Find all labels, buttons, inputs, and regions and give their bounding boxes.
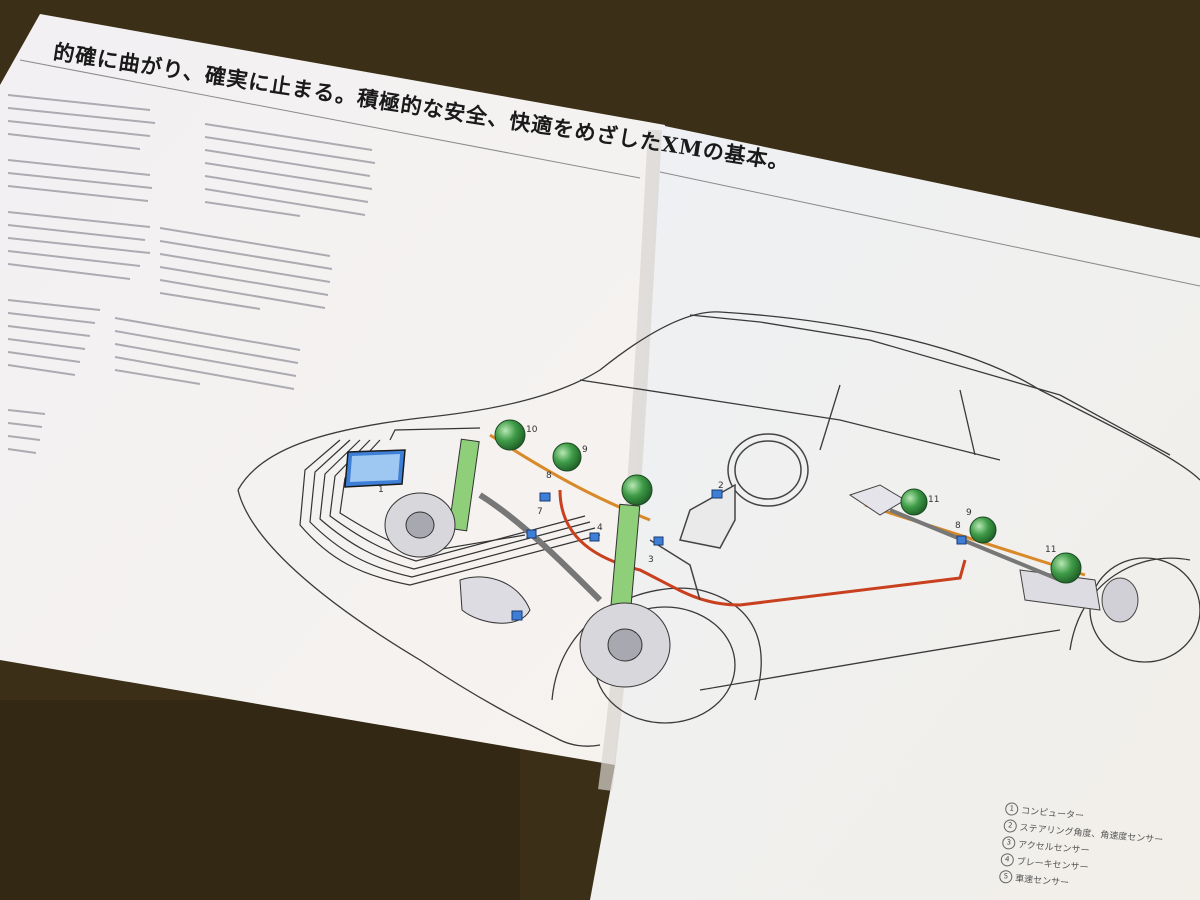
callout-8-rear: 8 xyxy=(955,521,961,531)
callout-4: 4 xyxy=(597,523,603,533)
computer-unit xyxy=(344,449,406,488)
callout-11-a: 11 xyxy=(928,495,939,505)
legend-number: 3 xyxy=(1001,835,1016,850)
callout-3: 3 xyxy=(648,555,654,565)
callout-9: 9 xyxy=(582,445,588,455)
header-rule xyxy=(19,59,641,179)
rear-suspension xyxy=(848,484,1139,623)
body-text-columns xyxy=(7,94,376,454)
legend-number: 4 xyxy=(1000,852,1015,867)
callout-11-b: 11 xyxy=(1045,545,1056,555)
legend-label: 車速センサー xyxy=(1014,874,1070,889)
legend-number: 5 xyxy=(998,869,1013,884)
callout-7: 7 xyxy=(537,507,543,517)
wiring-harness xyxy=(299,427,601,586)
left-page xyxy=(0,14,665,765)
callout-10: 10 xyxy=(526,425,538,435)
car-outline xyxy=(237,311,1200,747)
header-rule-right xyxy=(659,171,1200,287)
sensors xyxy=(511,489,967,621)
parts-legend: 1 コンピューター 2 ステアリング角度、角速度センサー 3 アクセルセンサー … xyxy=(998,800,1166,899)
legend-number: 1 xyxy=(1004,801,1019,817)
callout-8: 8 xyxy=(546,471,552,481)
suspension-spheres xyxy=(494,419,1082,584)
callout-9-rear: 9 xyxy=(966,508,972,518)
steering-wheel xyxy=(649,433,809,601)
legend-number: 2 xyxy=(1003,818,1018,834)
callout-2: 2 xyxy=(718,481,724,491)
callout-1: 1 xyxy=(378,485,384,495)
